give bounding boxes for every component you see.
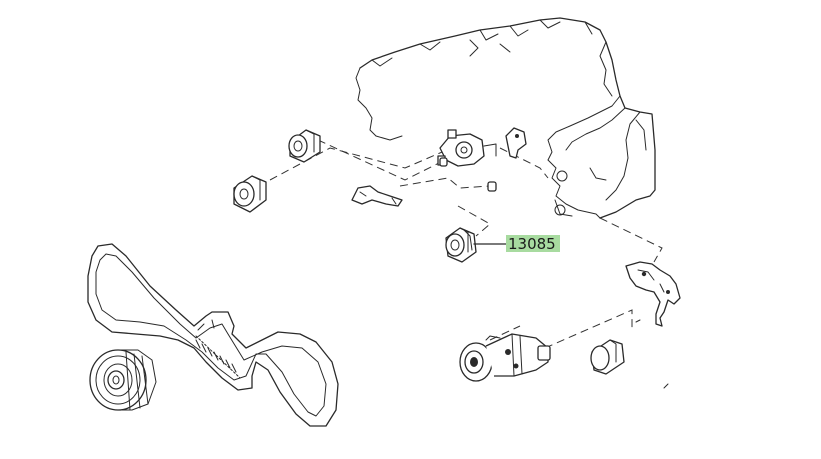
- crankshaft-pulley: [89, 349, 157, 411]
- callout-highlight: [506, 235, 560, 252]
- idler-pulley-13085[interactable]: [445, 227, 477, 263]
- cam-sprocket-bracket: [505, 127, 527, 159]
- part-number-label[interactable]: 13085: [508, 235, 556, 253]
- tensioner-bracket: [437, 129, 497, 167]
- belt-cover-bracket: [351, 185, 403, 207]
- idler-pulley-upper: [288, 129, 321, 163]
- tensioner-mount-bracket: [625, 261, 681, 327]
- tick-marks: [635, 319, 669, 389]
- engine-block: [355, 17, 656, 219]
- idler-pulley-lower: [590, 339, 625, 375]
- idler-pulley-left: [233, 175, 267, 213]
- automatic-tensioner: [459, 333, 551, 382]
- dowel-pins: [439, 157, 497, 192]
- timing-belt: [87, 243, 339, 427]
- callout-13085[interactable]: 13085: [506, 235, 560, 253]
- assembly-guides: [269, 139, 663, 349]
